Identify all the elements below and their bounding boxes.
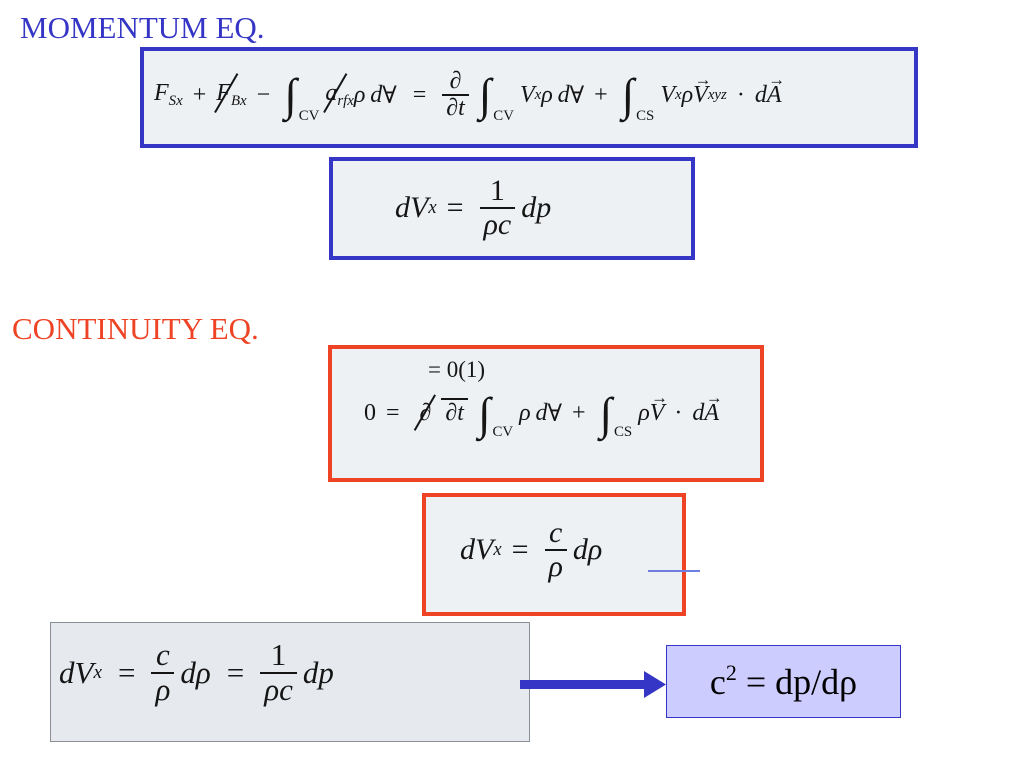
velocity-vector: V bbox=[693, 70, 711, 109]
volume-symbol: ∀ bbox=[382, 82, 397, 109]
plus-sign: + bbox=[192, 81, 207, 108]
continuity-equation: 0 = ∂ ∂t ∫CV ρ d∀ + ∫CS ρV · dA bbox=[364, 388, 722, 439]
integral-limit: CS bbox=[613, 423, 633, 440]
minus-sign: − bbox=[256, 81, 271, 108]
integral-sign: ∫ bbox=[621, 69, 635, 121]
integral-limit: CV bbox=[298, 108, 320, 125]
integral-limit: CS bbox=[636, 108, 655, 125]
term-frame-acceleration: arfx bbox=[325, 80, 354, 110]
continuity-heading: CONTINUITY EQ. bbox=[12, 311, 259, 346]
area-vector: A bbox=[704, 388, 722, 427]
integral-limit: CV bbox=[493, 108, 514, 125]
time-derivative: ∂ ∂t bbox=[442, 68, 469, 121]
integral-sign: ∫ bbox=[599, 388, 612, 439]
term-body-force: FBx bbox=[216, 80, 247, 110]
velocity-vector: V bbox=[650, 388, 668, 427]
area-vector: A bbox=[767, 70, 785, 109]
integral-sign: ∫ bbox=[284, 69, 297, 121]
order-of-magnitude-note: = 0(1) bbox=[428, 357, 486, 382]
integral-sign: ∫ bbox=[477, 388, 491, 439]
rho-symbol: ρ bbox=[353, 81, 366, 108]
arrow-icon bbox=[520, 671, 666, 698]
time-derivative: ∂ ∂t bbox=[416, 398, 468, 427]
result-equation: c2 = dp/dρ bbox=[709, 660, 858, 702]
underline-mark bbox=[648, 570, 700, 572]
momentum-heading: MOMENTUM EQ. bbox=[20, 10, 265, 45]
equals-sign: = bbox=[412, 81, 427, 108]
integral-sign: ∫ bbox=[478, 69, 492, 121]
integral-limit: CV bbox=[492, 423, 514, 440]
continuity-equation-box: = 0(1) 0 = ∂ ∂t ∫CV ρ d∀ + ∫CS ρV · dA bbox=[328, 345, 764, 482]
term-surface-force: FSx bbox=[154, 80, 183, 110]
result-box: c2 = dp/dρ bbox=[666, 645, 901, 718]
